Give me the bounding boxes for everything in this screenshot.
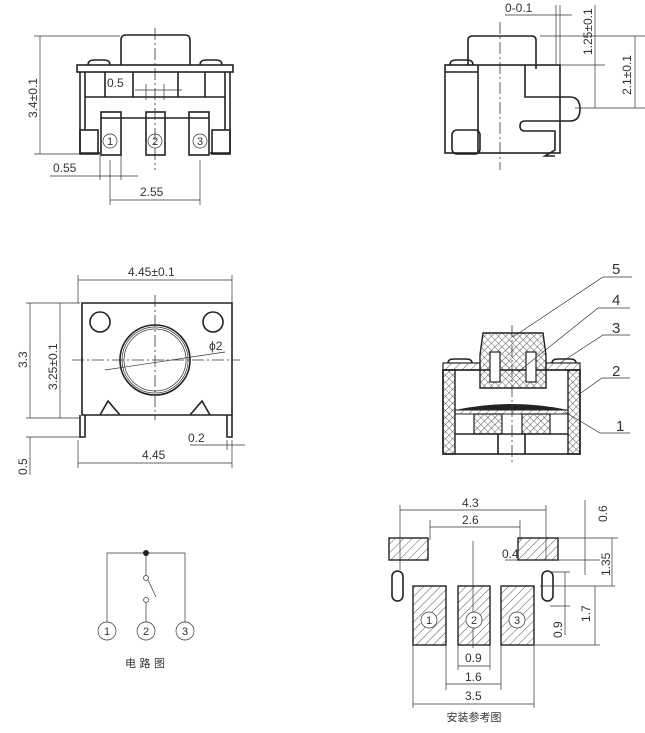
- pin-3-marker: [192, 133, 208, 149]
- top-pad-height-dimension: 0.6: [596, 505, 610, 522]
- footprint-view: 1 2 3 4.3 2.6 0.6 1.35 0.4 0.9 1.7 0.9 1…: [388, 496, 618, 724]
- leg-dimension: 0.5: [16, 458, 30, 475]
- depth-tolerance-dimension: 3.25±0.1: [46, 343, 60, 390]
- width-dimension: 4.45: [142, 448, 166, 462]
- pin-1-label: 1: [107, 136, 113, 148]
- pin-2-label: 2: [152, 136, 158, 148]
- leg-width-dimension: 0.2: [188, 431, 205, 445]
- footprint-pin-1: 1: [426, 615, 432, 627]
- pad-width-dimension: 0.9: [465, 651, 482, 665]
- depth-dimension: 3.3: [16, 351, 30, 368]
- slot-height-dimension: 0.9: [551, 621, 565, 638]
- circuit-diagram: 1 2 3 电 路 图: [97, 550, 195, 670]
- diameter-dimension: ϕ2: [209, 339, 223, 353]
- part-3-label: 3: [612, 320, 620, 337]
- pin-1-marker: [102, 133, 118, 149]
- pad-span-dimension: 3.5: [465, 689, 482, 703]
- outer-width-dimension: 4.3: [462, 496, 479, 510]
- top-view: 4.45±0.1 3.3 3.25±0.1 ϕ2 0.5 0.2 4.45: [16, 265, 245, 475]
- footprint-pin-2: 2: [471, 615, 477, 627]
- pin-3-label: 3: [197, 136, 203, 148]
- gap-dimension: 0.4: [502, 547, 519, 561]
- pin-2-marker: [147, 133, 163, 149]
- part-2-label: 2: [612, 363, 620, 380]
- pin-width-dimension: 0.55: [53, 161, 77, 175]
- front-view: 1 2 3 3.4±0.1 0.5 0.55 2.55: [26, 28, 234, 205]
- actuator-height-dimension: 1.25±0.1: [581, 8, 595, 55]
- circuit-pin-1: 1: [104, 626, 110, 638]
- side-view: 0-0.1 1.25±0.1 2.1±0.1: [444, 1, 645, 170]
- pad-gap-dimension: 1.6: [465, 670, 482, 684]
- total-height-dimension: 2.1±0.1: [620, 55, 634, 95]
- part-4-label: 4: [612, 292, 620, 309]
- part-5-label: 5: [612, 261, 620, 278]
- circuit-caption: 电 路 图: [125, 657, 165, 670]
- height-dimension: 3.4±0.1: [26, 78, 40, 118]
- inner-width-dimension: 2.6: [462, 513, 479, 527]
- pad-height-dimension: 1.7: [579, 605, 593, 622]
- pitch-dimension: 0.5: [107, 76, 124, 90]
- part-1-label: 1: [616, 418, 624, 435]
- footprint-caption: 安装参考图: [447, 710, 502, 724]
- offset-dimension: 0-0.1: [505, 1, 533, 15]
- pin-span-dimension: 2.55: [140, 185, 164, 199]
- width-tolerance-dimension: 4.45±0.1: [128, 265, 175, 279]
- footprint-pin-3: 3: [514, 615, 520, 627]
- top-offset-dimension: 1.35: [599, 552, 613, 576]
- circuit-pin-3: 3: [182, 626, 188, 638]
- section-view: 5 4 3 2 1: [442, 261, 632, 462]
- circuit-pin-2: 2: [143, 626, 149, 638]
